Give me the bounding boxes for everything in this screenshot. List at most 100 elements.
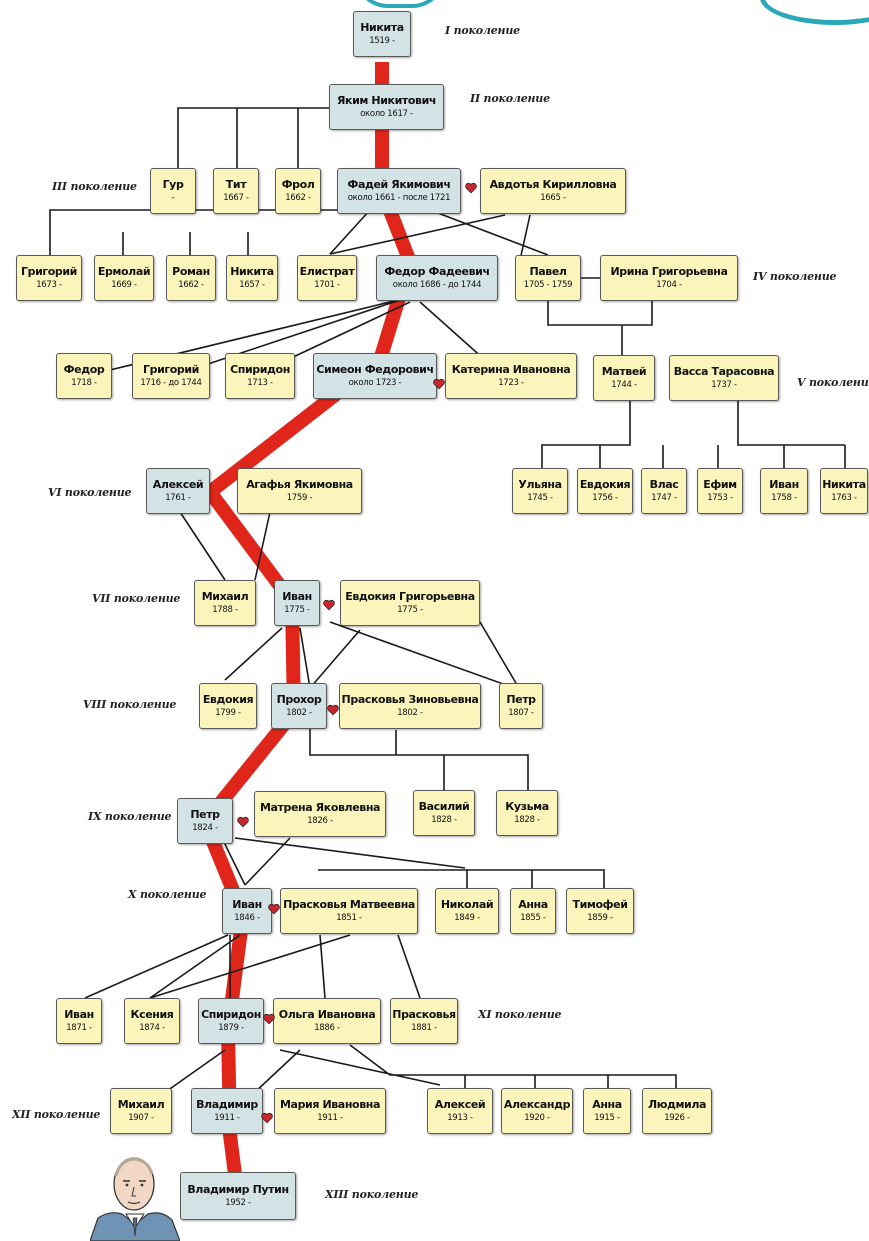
person-years: 1744 - bbox=[611, 379, 637, 390]
person-name: Владимир Путин bbox=[187, 1182, 289, 1196]
person-name: Иван bbox=[769, 477, 799, 491]
heart-icon bbox=[465, 182, 477, 194]
person-years: 1758 - bbox=[771, 492, 797, 503]
person-name: Матвей bbox=[601, 364, 647, 378]
gen-label-13: XIII поколение bbox=[325, 1188, 419, 1201]
person-name: Евдокия bbox=[579, 477, 631, 491]
person-years: 1952 - bbox=[225, 1197, 251, 1208]
person-name: Иван bbox=[232, 897, 262, 911]
gen-label-2: II поколение bbox=[470, 92, 550, 105]
person-years: 1718 - bbox=[71, 377, 97, 388]
person-years: 1859 - bbox=[587, 912, 613, 923]
person-name: Григорий bbox=[21, 264, 77, 278]
person-name: Василий bbox=[418, 799, 470, 813]
person-name: Мария Ивановна bbox=[280, 1097, 380, 1111]
person-name: Катерина Ивановна bbox=[451, 362, 571, 376]
person-years: 1907 - bbox=[128, 1112, 154, 1123]
gen-label-6: VI поколение bbox=[48, 486, 132, 499]
person-name: Гур bbox=[162, 177, 184, 191]
person-years: 1886 - bbox=[314, 1022, 340, 1033]
person-name: Прасковья Матвеевна bbox=[283, 897, 415, 911]
person-years: 1665 - bbox=[540, 192, 566, 203]
heart-icon bbox=[433, 378, 445, 390]
person-name: Петр bbox=[190, 807, 220, 821]
gen-label-10: X поколение bbox=[128, 888, 207, 901]
heart-icon bbox=[323, 599, 335, 611]
person-name: Влас bbox=[649, 477, 679, 491]
person-years: 1667 - bbox=[223, 192, 249, 203]
person-years: 1673 - bbox=[36, 279, 62, 290]
person-years: 1826 - bbox=[307, 815, 333, 826]
person-years: 1759 - bbox=[286, 492, 313, 503]
person-gur[interactable]: Гур- bbox=[150, 168, 196, 214]
person-name: Федор bbox=[63, 362, 105, 376]
person-name: Иван bbox=[282, 589, 312, 603]
person-years: 1807 - bbox=[508, 707, 534, 718]
person-name: Евдокия Григорьевна bbox=[345, 589, 475, 603]
person-years: 1756 - bbox=[592, 492, 618, 503]
person-years: около 1723 - bbox=[348, 377, 402, 388]
person-name: Ольга Ивановна bbox=[278, 1007, 376, 1021]
person-name: Васса Тарасовна bbox=[673, 364, 775, 378]
